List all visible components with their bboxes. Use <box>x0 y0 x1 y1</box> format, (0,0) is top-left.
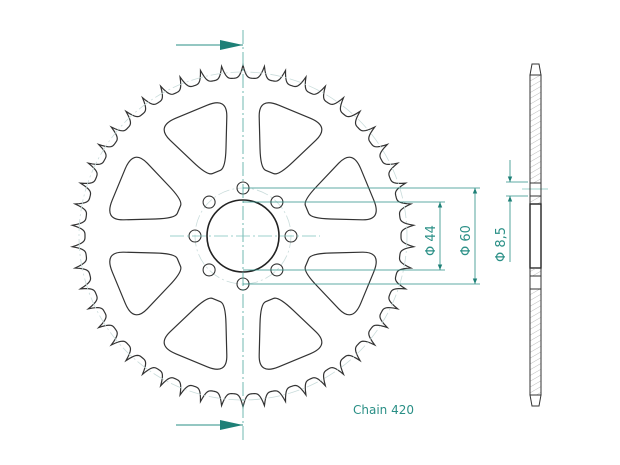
dim-label-phi60: Φ 60 <box>459 225 474 256</box>
cutout <box>163 297 228 370</box>
pitch-circle <box>78 71 408 401</box>
cutout <box>258 102 323 175</box>
dimension-lines <box>243 160 548 285</box>
cutout <box>109 156 182 221</box>
cutout <box>258 297 323 370</box>
cutout <box>304 156 377 221</box>
sprocket-cutouts <box>109 102 377 370</box>
bolt-hole <box>202 263 216 277</box>
bolt-hole <box>202 195 216 209</box>
dim-label-phi85: Φ 8,5 <box>494 226 509 262</box>
section-arrowhead-bottom <box>220 420 243 430</box>
chain-label: Chain 420 <box>353 403 414 417</box>
dim-label-phi44: Φ 44 <box>424 225 439 256</box>
side-section-view <box>529 63 542 407</box>
cutout <box>304 251 377 316</box>
section-arrowhead-top <box>220 40 243 50</box>
cutout <box>109 251 182 316</box>
cutout <box>163 102 228 175</box>
